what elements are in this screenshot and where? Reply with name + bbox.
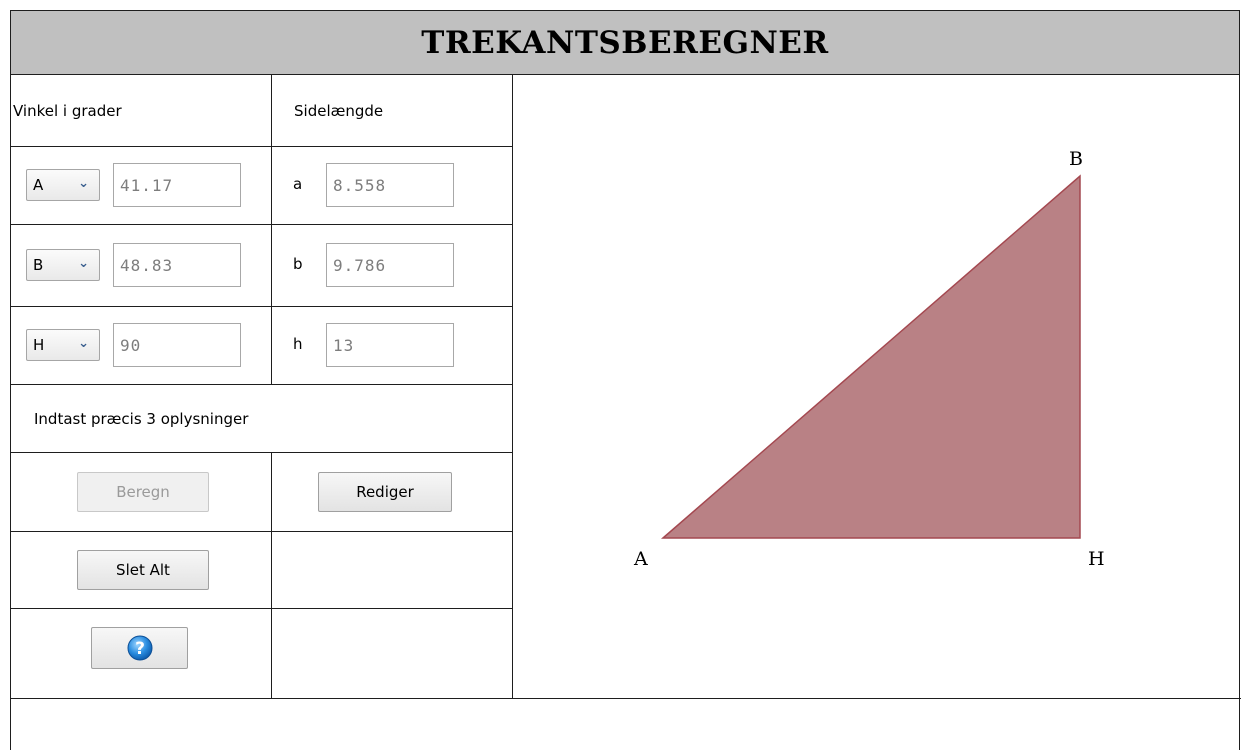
row-divider [11,224,512,225]
angle-vertex-value: A [33,176,44,194]
title-bar: TREKANTSBEREGNER [11,11,1239,75]
angle-column-header: Vinkel i grader [11,75,271,146]
row-divider [11,531,512,532]
result-area [11,699,1239,751]
row-divider [11,608,512,609]
chevron-down-icon: ⌄ [78,256,89,271]
side-column-header: Sidelængde [272,75,512,146]
angle-input-3[interactable]: 90 [113,323,241,367]
row-divider [11,452,512,453]
vertex-label-b: B [1069,148,1083,170]
angle-header-label: Vinkel i grader [13,101,122,120]
angle-input-1[interactable]: 41.17 [113,163,241,207]
clear-all-button[interactable]: Slet Alt [77,550,209,590]
row-divider [11,384,512,385]
chevron-down-icon: ⌄ [78,336,89,351]
side-header-label: Sidelængde [294,101,384,120]
side-label-3: h [293,335,303,353]
calculator-frame: TREKANTSBEREGNER Vinkel i grader Sidelæn… [10,10,1241,751]
help-button[interactable]: ? [91,627,188,669]
svg-text:?: ? [135,639,145,659]
angle-vertex-value: H [33,336,45,354]
vertex-label-a: A [634,548,648,570]
side-input-3[interactable]: 13 [326,323,454,367]
angle-vertex-select-1[interactable]: A ⌄ [26,169,100,201]
triangle-canvas [660,174,1081,539]
side-input-1[interactable]: 8.558 [326,163,454,207]
edit-button[interactable]: Rediger [318,472,452,512]
question-circle-icon: ? [127,635,152,661]
instruction-text: Indtast præcis 3 oplysninger [34,409,249,428]
vertex-label-h: H [1088,548,1105,570]
column-divider-upper [271,75,272,384]
side-input-2[interactable]: 9.786 [326,243,454,287]
angle-vertex-value: B [33,256,44,274]
angle-vertex-select-3[interactable]: H ⌄ [26,329,100,361]
page-title: TREKANTSBEREGNER [421,24,829,61]
column-divider-lower [271,452,272,698]
footer-divider [11,698,1241,699]
angle-input-2[interactable]: 48.83 [113,243,241,287]
triangle-shape [660,174,1081,539]
calculate-button[interactable]: Beregn [77,472,209,512]
angle-vertex-select-2[interactable]: B ⌄ [26,249,100,281]
panel-divider [512,75,513,698]
chevron-down-icon: ⌄ [78,176,89,191]
side-label-1: a [293,175,303,193]
instruction-row: Indtast præcis 3 oplysninger [11,385,512,452]
side-label-2: b [293,255,303,273]
row-divider [11,306,512,307]
row-divider [11,146,512,147]
